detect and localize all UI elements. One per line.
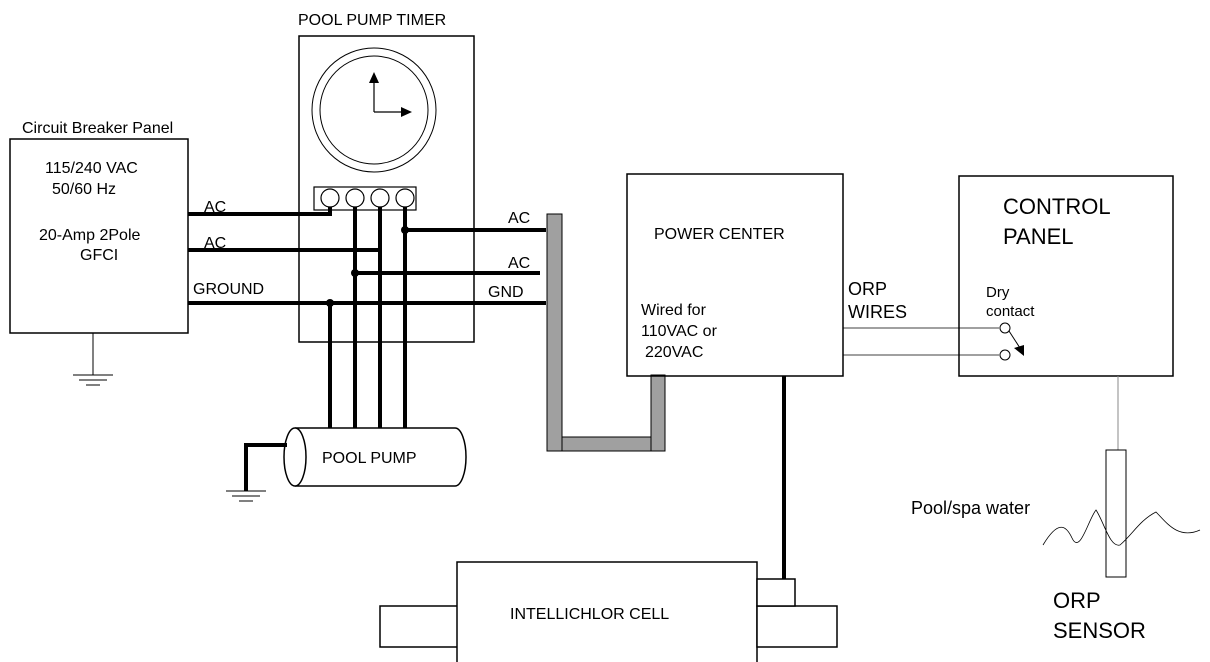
- dry-contact-label-2: contact: [986, 303, 1035, 320]
- circuit-breaker-panel: Circuit Breaker Panel 115/240 VAC 50/60 …: [9, 120, 189, 334]
- conduit-cable: [546, 213, 666, 452]
- dry-contact-switch-icon: [999, 322, 1024, 361]
- ground-symbol-breaker: [73, 333, 113, 386]
- wire-label-ac-left-1: AC: [204, 199, 226, 216]
- pool-pump-label: POOL PUMP: [322, 450, 417, 467]
- water-label: Pool/spa water: [911, 498, 1030, 518]
- cell-label: INTELLICHLOR CELL: [510, 606, 669, 623]
- pool-pump-timer: POOL PUMP TIMER: [298, 12, 475, 343]
- ground-symbol-pump: [226, 443, 287, 502]
- orp-wires-label-2: WIRES: [848, 302, 907, 322]
- power-center-220: 220VAC: [645, 344, 703, 361]
- breaker-panel-title: Circuit Breaker Panel: [22, 120, 173, 137]
- sensor-label-2: SENSOR: [1053, 618, 1146, 643]
- wire-label-ground: GROUND: [193, 281, 264, 298]
- wire-label-ac-left-2: AC: [204, 235, 226, 252]
- sensor-label-1: ORP: [1053, 588, 1101, 613]
- power-center-title: POWER CENTER: [654, 226, 785, 243]
- dry-contact-label-1: Dry: [986, 284, 1010, 301]
- orp-sensor: Pool/spa water ORP SENSOR: [911, 449, 1201, 643]
- wire-label-gnd: GND: [488, 284, 524, 301]
- power-center-wired: Wired for: [641, 302, 707, 319]
- orp-wires: [843, 327, 999, 356]
- wire-junction-dots: [326, 226, 409, 307]
- control-panel-title-2: PANEL: [1003, 224, 1074, 249]
- wire-label-ac-right-1: AC: [508, 210, 530, 227]
- control-panel: CONTROL PANEL Dry contact: [958, 175, 1174, 377]
- timer-terminal-block: [313, 186, 417, 211]
- intellichlor-cell: [379, 561, 838, 662]
- breaker-rating: 20-Amp 2Pole: [39, 227, 140, 244]
- wire-label-ac-right-2: AC: [508, 255, 530, 272]
- breaker-voltage: 115/240 VAC: [45, 160, 138, 177]
- line-voltage-wires: [188, 207, 786, 580]
- water-surface: [1042, 509, 1201, 546]
- timer-title: POOL PUMP TIMER: [298, 12, 446, 29]
- power-center-110: 110VAC or: [641, 323, 718, 340]
- breaker-frequency: 50/60 Hz: [52, 181, 116, 198]
- pool-pump: POOL PUMP: [283, 427, 467, 487]
- clock-hands-icon: [369, 72, 412, 117]
- orp-wires-label-1: ORP: [848, 279, 887, 299]
- control-panel-title-1: CONTROL: [1003, 194, 1111, 219]
- power-center: POWER CENTER Wired for 110VAC or 220VAC: [626, 173, 844, 377]
- breaker-gfci: GFCI: [80, 247, 118, 264]
